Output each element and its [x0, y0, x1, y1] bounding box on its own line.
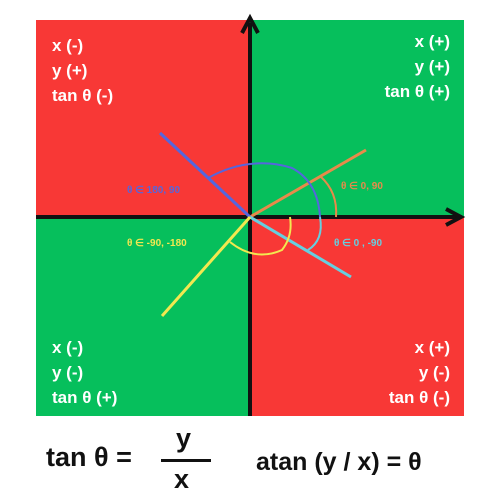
- angle-label-q1: θ ∈ 0, 90: [341, 181, 383, 192]
- atan-equation: atan (y / x) = θ: [256, 448, 422, 476]
- cyan-ray-q4: [249, 215, 352, 279]
- quadrant-bottom-left-text: x (-) y (-) tan θ (+): [52, 335, 117, 410]
- blue-ray-q2: [158, 131, 252, 219]
- quadrant-bottom-left: [36, 217, 250, 416]
- top-left-y-sign: y (+): [52, 61, 88, 80]
- quadrant-bottom-right: [250, 217, 464, 416]
- top-right-y-sign: y (+): [414, 57, 450, 76]
- bottom-left-tan-sign: tan θ (+): [52, 388, 118, 407]
- bottom-right-x-sign: x (+): [414, 338, 450, 357]
- top-right-x-sign: x (+): [414, 32, 450, 51]
- top-right-tan-sign: tan θ (+): [384, 82, 450, 101]
- bottom-right-y-sign: y (-): [418, 363, 450, 382]
- bottom-left-y-sign: y (-): [52, 363, 84, 382]
- orange-angle-arc: [319, 175, 338, 218]
- orange-ray-q1: [249, 148, 367, 219]
- blue-angle-arc: [207, 162, 321, 218]
- bottom-left-x-sign: x (-): [52, 338, 84, 357]
- top-left-tan-sign: tan θ (-): [52, 86, 114, 105]
- quadrant-bottom-right-text: x (+) y (-) tan θ (-): [389, 335, 450, 410]
- top-left-x-sign: x (-): [52, 36, 84, 55]
- fraction-bar: [161, 459, 211, 462]
- yellow-angle-arc: [229, 216, 292, 256]
- cyan-angle-arc: [307, 216, 322, 251]
- tan-equation-lhs: tan θ =: [46, 442, 132, 472]
- x-axis-arrowhead: [445, 207, 466, 227]
- bottom-right-tan-sign: tan θ (-): [388, 388, 450, 407]
- quadrant-top-right-text: x (+) y (+) tan θ (+): [385, 29, 450, 104]
- quadrant-top-right: [250, 20, 464, 217]
- yellow-ray-q3: [160, 216, 252, 317]
- fraction-denominator: x: [174, 464, 190, 494]
- angle-label-q3: θ ∈ -90, -180: [127, 238, 187, 249]
- angle-label-q4: θ ∈ 0 , -90: [334, 238, 382, 249]
- fraction-numerator: y: [176, 423, 192, 453]
- y-axis-arrowhead: [240, 13, 260, 34]
- angle-label-q2: θ ∈ 180, 90: [127, 185, 180, 196]
- quadrant-top-left-text: x (-) y (+) tan θ (-): [52, 33, 113, 108]
